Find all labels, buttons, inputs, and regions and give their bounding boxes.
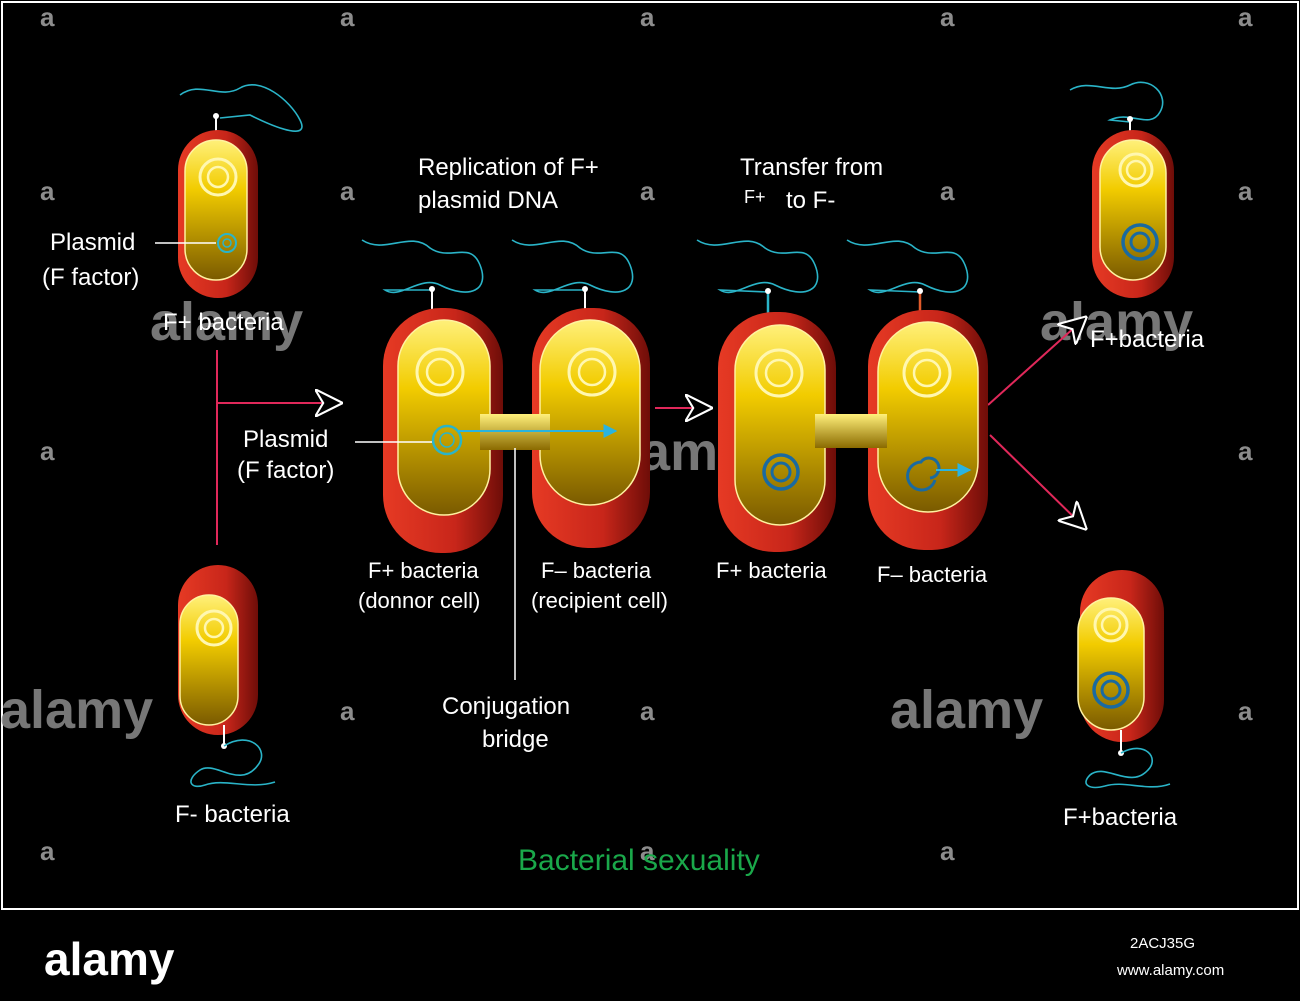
plasmid-label-top: Plasmid — [50, 229, 135, 256]
plasmid-icon — [906, 456, 941, 492]
watermark-a: a — [40, 176, 55, 206]
watermark-word: alamy — [150, 292, 303, 352]
fminus-label-mid: F– bacteria — [877, 562, 988, 587]
watermark-a: a — [340, 176, 355, 206]
plasmid-label-mid: Plasmid — [243, 426, 328, 453]
conjugation-label-sub: bridge — [482, 726, 549, 753]
watermark-a: a — [340, 696, 355, 726]
transfer-heading-sup: F+ — [744, 187, 766, 207]
flagellum — [179, 84, 303, 132]
watermark-url: www.alamy.com — [1116, 962, 1224, 979]
fminus-label-bottom-left: F- bacteria — [175, 801, 290, 828]
watermark-a: a — [1238, 176, 1253, 206]
watermark-a: a — [40, 436, 55, 466]
conjugation-label: Conjugation — [442, 693, 570, 720]
watermark-logo: alamy — [44, 933, 175, 985]
watermark-a: a — [340, 2, 355, 32]
donor-label-sub: (donnor cell) — [358, 588, 480, 613]
watermark-marks: a a a a a a a a a a a a a a a a a a — [40, 2, 1253, 866]
watermark-a: a — [640, 836, 655, 866]
recipient-label: F– bacteria — [541, 558, 652, 583]
fplus-bacterium-top-left — [155, 84, 303, 298]
watermark-banner — [0, 911, 1300, 1001]
plasmid-icon — [1121, 223, 1159, 261]
fplus-label-top-left: F+ bacteria — [163, 309, 284, 336]
flagellum — [190, 739, 276, 788]
transfer-heading-sub: to F- — [786, 187, 835, 214]
fplus-label-right-top: F+bacteria — [1090, 326, 1205, 353]
watermark-a: a — [640, 2, 655, 32]
watermark-a: a — [40, 836, 55, 866]
watermark-a: a — [1238, 696, 1253, 726]
flagellum — [846, 239, 969, 294]
watermark-a: a — [940, 836, 955, 866]
flagellum — [361, 239, 484, 294]
conjugation-bridge — [815, 414, 887, 448]
watermark-a: a — [40, 2, 55, 32]
fplus-label-mid: F+ bacteria — [716, 558, 827, 583]
flagellum — [1069, 81, 1164, 123]
diagram-title: Bacterial sexuality — [518, 844, 760, 877]
plasmid-icon — [1092, 671, 1130, 709]
flagellum — [511, 239, 634, 294]
image-id: 2ACJ35G — [1130, 935, 1195, 952]
plasmid-label-mid-sub: (F factor) — [237, 457, 334, 484]
flagellum — [1085, 747, 1171, 789]
watermark-a: a — [640, 696, 655, 726]
watermark-a: a — [940, 176, 955, 206]
plasmid-icon — [762, 453, 800, 491]
flagellum — [696, 239, 819, 294]
recipient-label-sub: (recipient cell) — [531, 588, 668, 613]
watermark-a: a — [940, 2, 955, 32]
plasmid-icon — [431, 424, 463, 456]
replication-heading-sub: plasmid DNA — [418, 187, 558, 214]
donor-recipient-pair — [355, 239, 650, 680]
plasmid-label-top-sub: (F factor) — [42, 264, 139, 291]
transfer-pair — [696, 239, 988, 552]
donor-label: F+ bacteria — [368, 558, 479, 583]
watermark-a: a — [640, 176, 655, 206]
watermark-a: a — [1238, 2, 1253, 32]
replication-heading: Replication of F+ — [418, 154, 599, 181]
watermark-word: alamy — [890, 680, 1043, 740]
fplus-label-right-bottom: F+bacteria — [1063, 804, 1178, 831]
watermark-a: a — [1238, 436, 1253, 466]
fminus-bacterium-bottom-left — [178, 565, 276, 788]
fplus-bacterium-right-top — [1069, 81, 1174, 298]
watermark-word: alamy — [0, 680, 153, 740]
process-connectors — [216, 318, 1085, 545]
transfer-heading: Transfer from — [740, 154, 883, 181]
fplus-bacterium-right-bottom — [1077, 570, 1171, 789]
plasmid-icon — [217, 233, 237, 253]
